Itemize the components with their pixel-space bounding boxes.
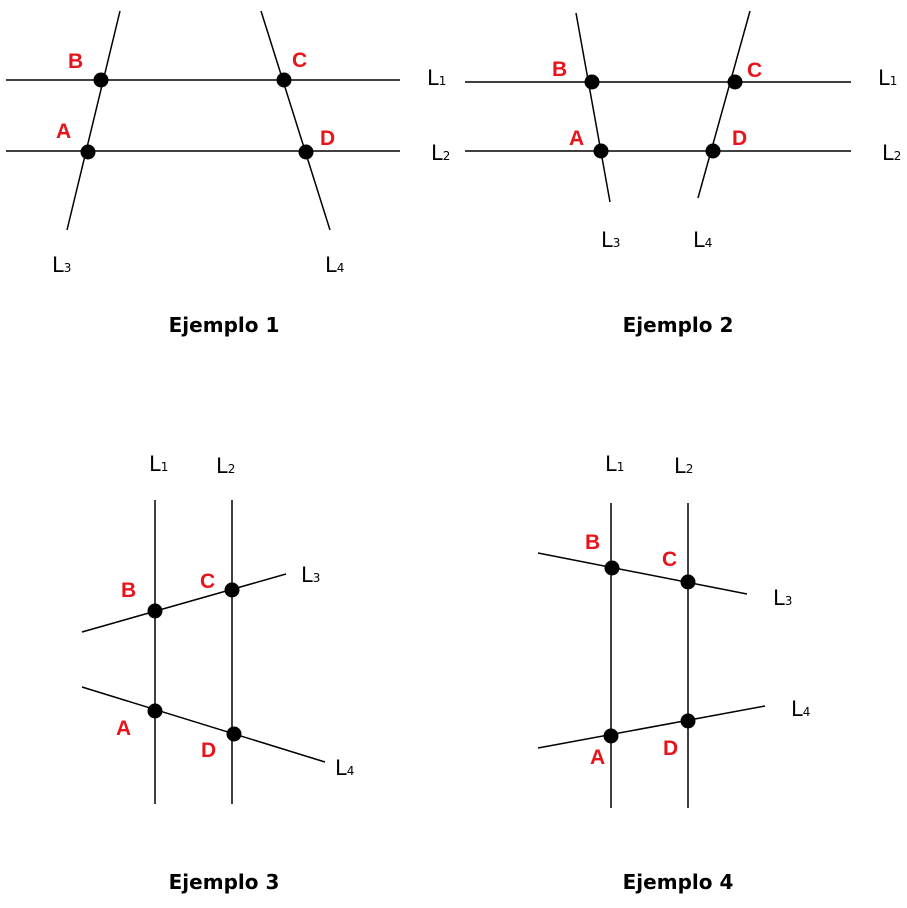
point-a xyxy=(593,143,609,159)
point-a xyxy=(147,703,163,719)
point-label-b: B xyxy=(585,531,600,554)
line-label-l2: L2 xyxy=(431,141,450,165)
line-l4 xyxy=(260,10,331,231)
line-label-l3: L3 xyxy=(601,228,620,252)
point-b xyxy=(604,560,620,576)
point-label-a: A xyxy=(590,746,605,769)
line-l3 xyxy=(81,573,287,633)
point-label-c: C xyxy=(292,49,307,72)
point-b xyxy=(584,74,600,90)
line-label-l1-right: L1 xyxy=(878,66,897,90)
point-label-b: B xyxy=(552,58,567,81)
line-l3 xyxy=(575,12,611,203)
line-label-l1: L1 xyxy=(427,66,446,90)
point-d xyxy=(226,726,242,742)
line-l3 xyxy=(537,552,748,595)
line-label-l4: L4 xyxy=(791,697,810,721)
example-1: B C A D L3 L4 Ejemplo 1 xyxy=(6,10,400,337)
point-label-c: C xyxy=(747,59,762,82)
point-label-d: D xyxy=(732,127,747,150)
point-label-a: A xyxy=(569,127,584,150)
caption-ejemplo-4: Ejemplo 4 xyxy=(623,870,734,894)
point-c xyxy=(727,74,743,90)
line-label-l3: L3 xyxy=(52,253,71,277)
example-3: B C A D L1 L2 L3 L4 Ejemplo 3 xyxy=(81,452,354,894)
point-d xyxy=(705,143,721,159)
point-b xyxy=(147,603,163,619)
caption-ejemplo-2: Ejemplo 2 xyxy=(623,313,734,337)
example-2: B C A D L1 L1 L2 L2 L3 L4 Ejemplo 2 xyxy=(427,10,901,337)
caption-ejemplo-1: Ejemplo 1 xyxy=(169,313,280,337)
line-label-l2: L2 xyxy=(674,454,693,478)
point-label-a: A xyxy=(56,120,71,143)
point-c xyxy=(224,582,240,598)
point-d xyxy=(298,144,314,160)
line-l3 xyxy=(66,10,121,231)
point-label-d: D xyxy=(320,127,335,150)
point-b xyxy=(93,72,109,88)
line-l4 xyxy=(81,686,326,763)
line-label-l2-right: L2 xyxy=(882,141,901,165)
line-label-l3: L3 xyxy=(773,586,792,610)
point-label-d: D xyxy=(663,737,678,760)
point-label-b: B xyxy=(121,579,136,602)
caption-ejemplo-3: Ejemplo 3 xyxy=(169,870,280,894)
line-label-l4: L4 xyxy=(325,253,344,277)
point-label-d: D xyxy=(201,739,216,762)
point-label-c: C xyxy=(662,548,677,571)
line-l4 xyxy=(537,705,766,749)
point-c xyxy=(276,72,292,88)
point-d xyxy=(680,713,696,729)
point-a xyxy=(603,728,619,744)
point-a xyxy=(80,144,96,160)
point-c xyxy=(680,574,696,590)
line-label-l3: L3 xyxy=(301,563,320,587)
point-label-c: C xyxy=(200,570,215,593)
line-label-l1: L1 xyxy=(605,452,624,476)
example-4: B C A D L1 L2 L3 L4 Ejemplo 4 xyxy=(537,452,810,894)
line-label-l4: L4 xyxy=(335,756,354,780)
line-label-l4: L4 xyxy=(693,228,712,252)
line-label-l1: L1 xyxy=(149,452,168,476)
line-l4 xyxy=(697,10,751,199)
line-label-l2: L2 xyxy=(216,454,235,478)
point-label-a: A xyxy=(116,717,131,740)
point-label-b: B xyxy=(68,50,83,73)
